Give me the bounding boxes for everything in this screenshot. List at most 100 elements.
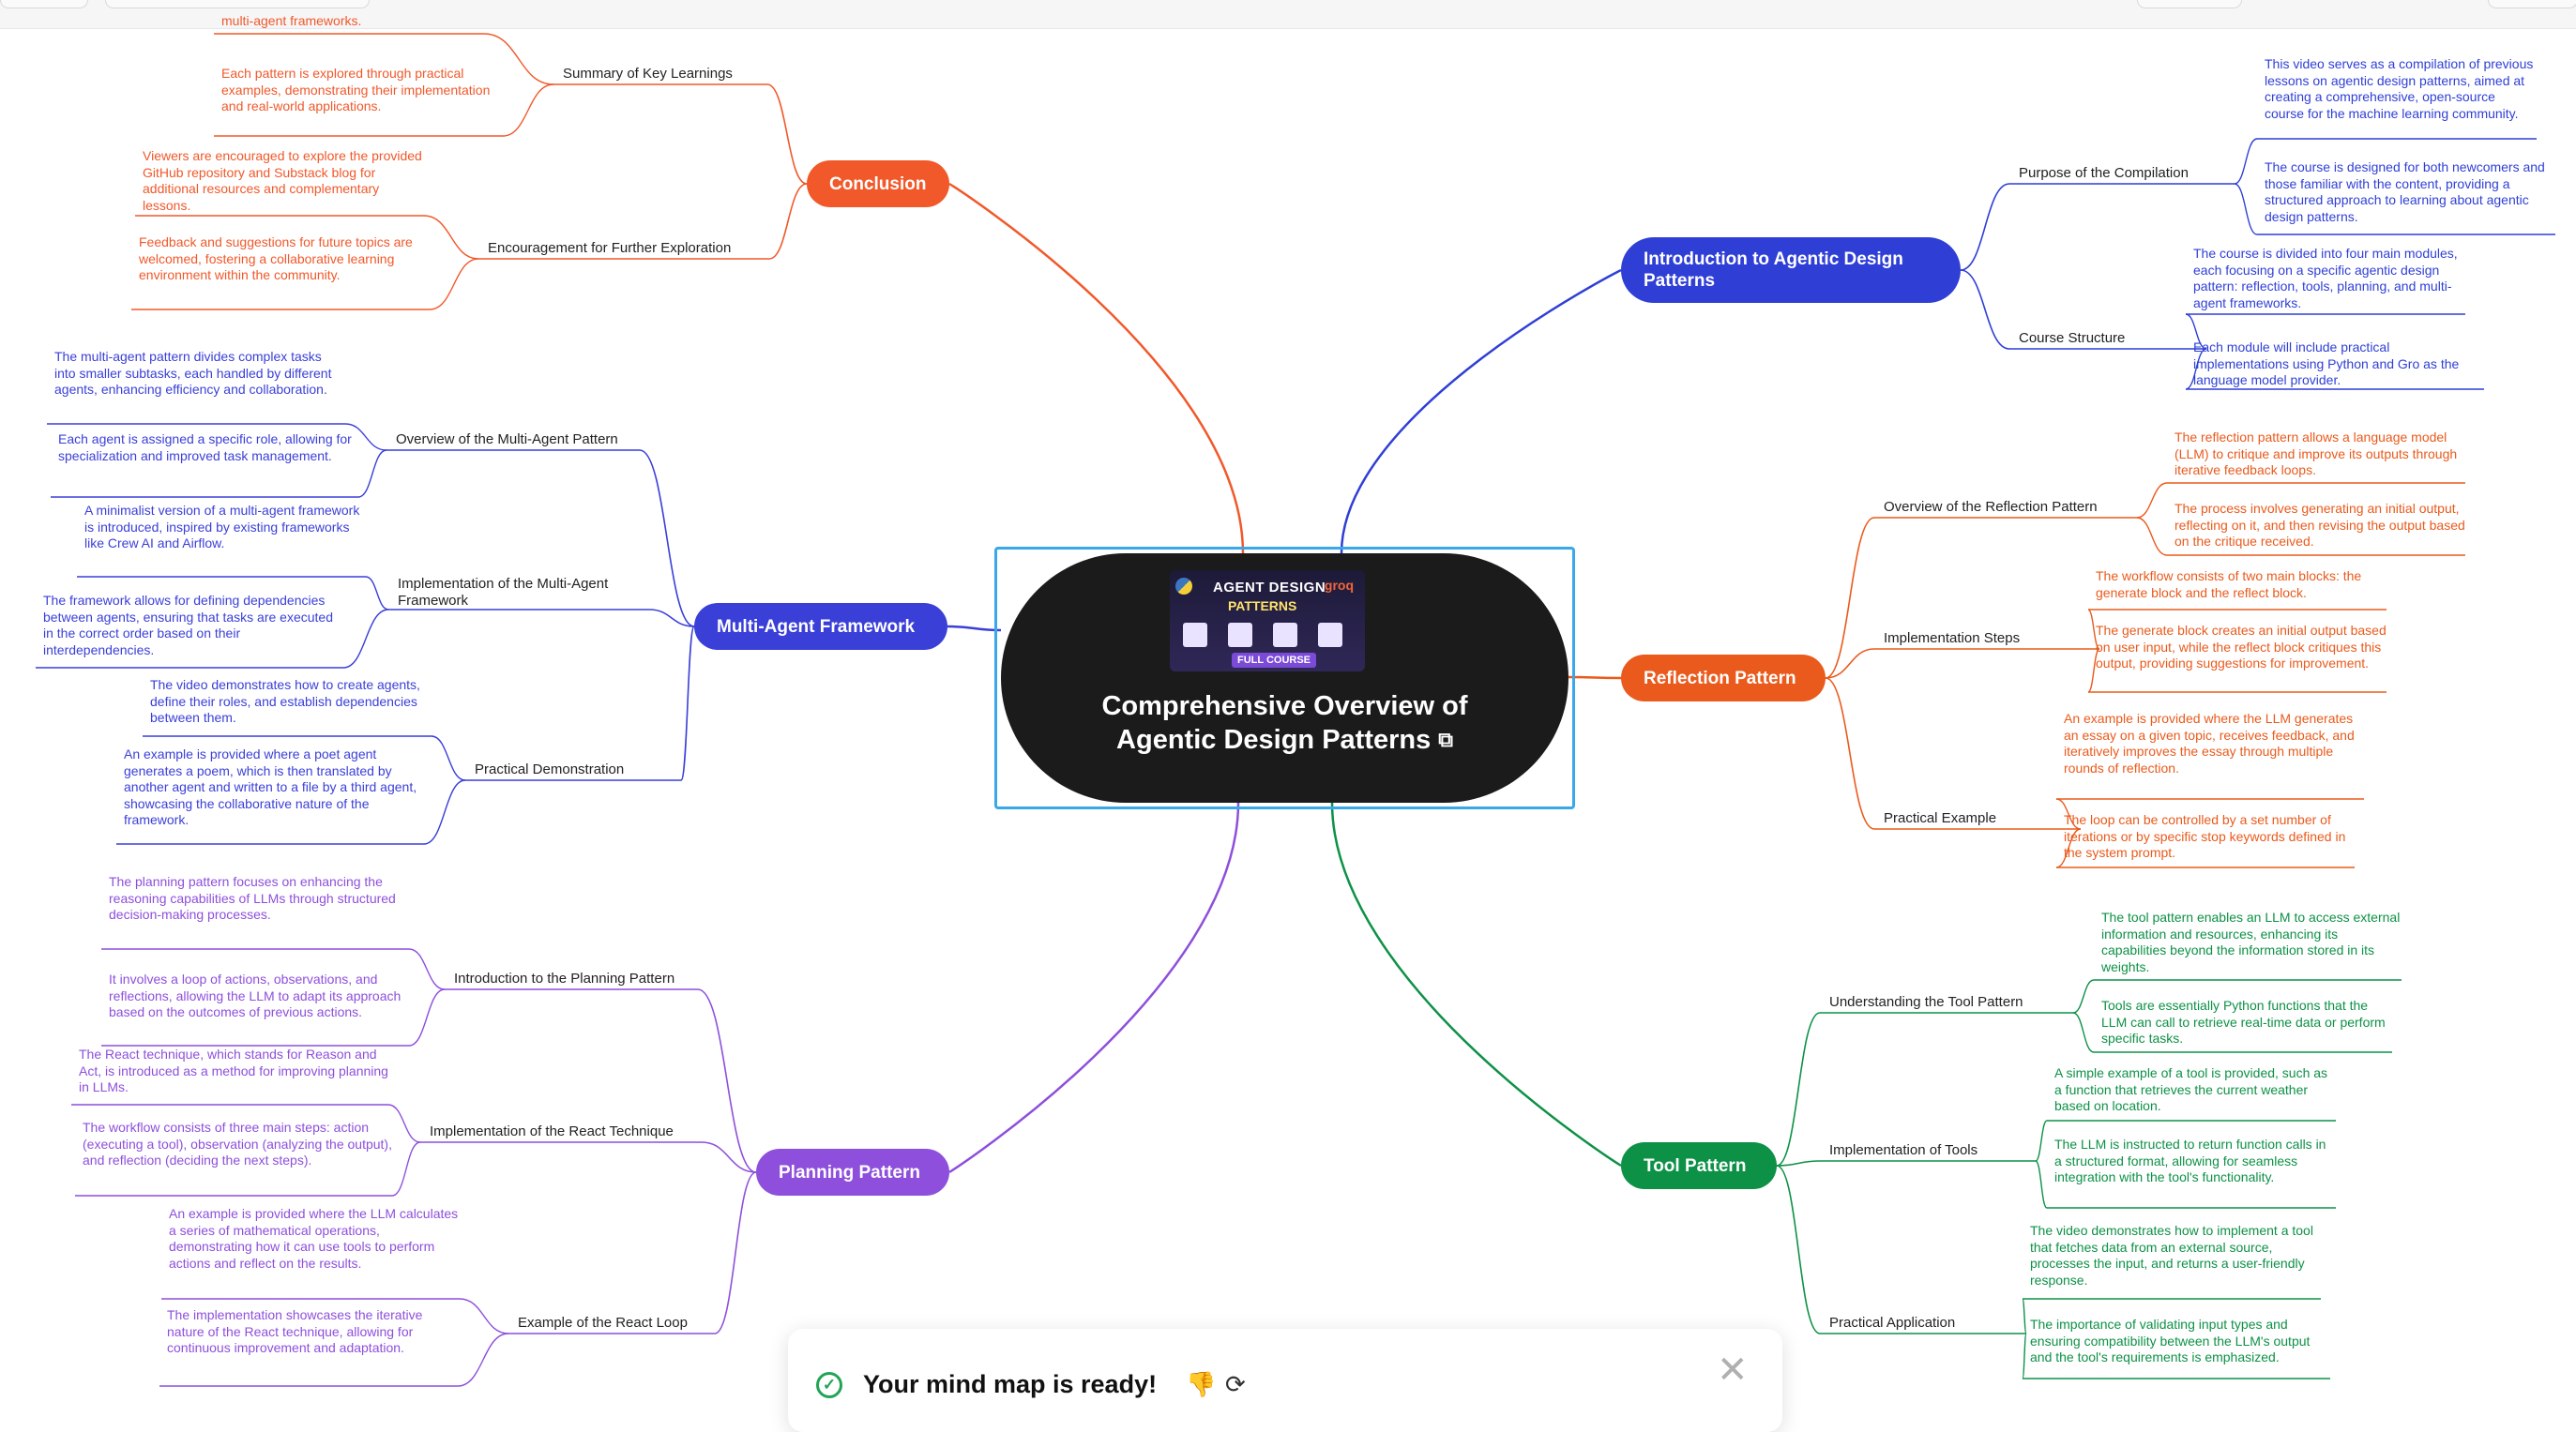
main-edge (947, 625, 1002, 632)
leaf-note: A minimalist version of a multi-agent fr… (84, 503, 360, 550)
leaf-edge (2055, 798, 2082, 830)
main-edge (1340, 268, 1622, 554)
branch-node-planning[interactable]: Planning Pattern (756, 1149, 949, 1196)
leaf-edge (408, 988, 446, 1047)
main-edge (1568, 675, 1622, 680)
root-title: Comprehensive Overview of Agentic Design… (1057, 690, 1512, 757)
sub-topic[interactable]: Understanding the Tool Pattern (1829, 994, 2023, 1010)
leaf-edge (2087, 648, 2100, 693)
browser-control[interactable] (2488, 0, 2576, 8)
leaf-edge (459, 1298, 509, 1334)
sub-topic[interactable]: Overview of the Reflection Pattern (1884, 499, 2098, 515)
leaf-edge (431, 735, 466, 781)
leaf-note: The tool pattern enables an LLM to acces… (2101, 910, 2401, 974)
thumbnail-badge: FULL COURSE (1232, 653, 1317, 668)
sub-edge (680, 626, 695, 781)
external-link-icon[interactable]: ⧉ (1438, 728, 1453, 751)
refresh-icon[interactable]: ⟳ (1225, 1370, 1246, 1398)
leaf-edge (429, 258, 479, 310)
leaf-note: Each agent is assigned a specific role, … (58, 431, 352, 463)
leaf-edge (423, 215, 479, 260)
sub-edge (1960, 183, 2010, 271)
thumbnail-card (1183, 623, 1207, 647)
leaf-note: The video demonstrates how to create age… (150, 677, 420, 725)
browser-top-bar (0, 0, 2576, 29)
sub-topic[interactable]: Implementation of the Multi-Agent Framew… (398, 576, 609, 609)
sub-edge (639, 449, 695, 627)
leaf-note: An example is provided where the LLM cal… (169, 1206, 459, 1271)
sub-edge (1776, 1012, 1821, 1167)
sub-topic[interactable]: Implementation Steps (1884, 630, 2021, 646)
leaf-note: The course is divided into four main mod… (2193, 246, 2458, 310)
leaf-note: The React technique, which stands for Re… (79, 1047, 388, 1094)
leaf-note: The LLM is instructed to return function… (2054, 1137, 2326, 1184)
thumbnail-card (1228, 623, 1252, 647)
leaf-edge (342, 609, 389, 669)
leaf-note: It involves a loop of actions, observati… (109, 972, 402, 1019)
sub-edge (1825, 517, 1875, 679)
leaf-note: The process involves generating an initi… (2174, 501, 2465, 549)
main-edge (948, 182, 1245, 554)
leaf-note: The generate block creates an initial ou… (2096, 623, 2387, 671)
leaf-note: Feedback and suggestions for future topi… (139, 234, 413, 282)
leaf-edge (365, 576, 389, 610)
sub-topic[interactable]: Summary of Key Learnings (563, 66, 733, 82)
sub-topic[interactable]: Overview of the Multi-Agent Pattern (396, 431, 618, 447)
sub-edge (714, 1171, 757, 1334)
sub-edge (1960, 269, 2010, 350)
sub-topic[interactable]: Implementation of Tools (1829, 1142, 1978, 1158)
leaf-edge (344, 423, 387, 451)
branch-node-multi-agent[interactable]: Multi-Agent Framework (694, 603, 947, 650)
thumbnail-line1: AGENT DESIGN (1213, 580, 1326, 595)
leaf-note: The loop can be controlled by a set numb… (2064, 812, 2346, 860)
thumbs-down-icon[interactable]: 👎 (1186, 1370, 1217, 1398)
leaf-edge (2136, 482, 2168, 519)
sub-edge (648, 609, 695, 627)
leaf-note: Viewers are encouraged to explore the pr… (143, 148, 422, 213)
thumbnail-card (1273, 623, 1297, 647)
leaf-note: The implementation showcases the iterati… (167, 1307, 423, 1355)
sub-edge (701, 1141, 757, 1173)
thumbnail-line2: PATTERNS (1228, 598, 1297, 613)
sub-edge (1825, 648, 1875, 679)
video-thumbnail[interactable]: AGENT DESIGN PATTERNS groq FULL COURSE (1170, 570, 1365, 671)
sub-topic[interactable]: Example of the React Loop (518, 1315, 688, 1331)
leaf-note: The planning pattern focuses on enhancin… (109, 874, 396, 922)
branch-node-intro[interactable]: Introduction to Agentic Design Patterns (1621, 237, 1961, 303)
sub-topic[interactable]: Introduction to the Planning Pattern (454, 971, 675, 987)
toast-message: Your mind map is ready! (863, 1370, 1158, 1398)
close-icon[interactable]: ✕ (1717, 1349, 1749, 1391)
leaf-edge (2055, 828, 2082, 868)
leaf-note: Each pattern is explored through practic… (221, 66, 491, 113)
sub-topic[interactable]: Practical Application (1829, 1315, 1956, 1331)
branch-node-conclusion[interactable]: Conclusion (807, 160, 949, 207)
thumbnail-card (1318, 623, 1342, 647)
sub-topic[interactable]: Practical Example (1884, 810, 1997, 826)
leaf-note: The workflow consists of two main blocks… (2096, 568, 2362, 600)
leaf-edge (387, 1104, 421, 1143)
main-edge (948, 802, 1240, 1174)
sub-topic[interactable]: Practical Demonstration (475, 761, 625, 777)
sub-topic[interactable]: Course Structure (2019, 330, 2126, 346)
leaf-note: Tools are essentially Python functions t… (2101, 998, 2386, 1046)
leaf-edge (423, 779, 466, 845)
sub-topic[interactable]: Encouragement for Further Exploration (488, 240, 732, 256)
leaf-edge (2136, 517, 2168, 556)
leaf-note: Each module will include practical imple… (2193, 339, 2460, 387)
leaf-note: An example is provided where a poet agen… (124, 746, 417, 827)
sub-topic[interactable]: Purpose of the Compilation (2019, 165, 2189, 181)
root-title-text: Comprehensive Overview of Agentic Design… (1101, 691, 1468, 755)
leaf-edge (2234, 183, 2258, 235)
root-node[interactable]: AGENT DESIGN PATTERNS groq FULL COURSE C… (1001, 553, 1568, 803)
sub-edge (1825, 677, 1875, 830)
leaf-edge (2185, 348, 2207, 390)
branch-node-tool[interactable]: Tool Pattern (1621, 1142, 1777, 1189)
leaf-note: The course is designed for both newcomer… (2265, 159, 2545, 224)
main-edge (1330, 802, 1622, 1168)
leaf-note: The workflow consists of three main step… (83, 1120, 392, 1168)
sub-topic[interactable]: Implementation of the React Technique (430, 1123, 674, 1139)
branch-node-reflection[interactable]: Reflection Pattern (1621, 655, 1826, 701)
sub-edge (697, 988, 757, 1173)
leaf-edge (457, 1333, 509, 1387)
root-selection-frame (994, 547, 1575, 809)
